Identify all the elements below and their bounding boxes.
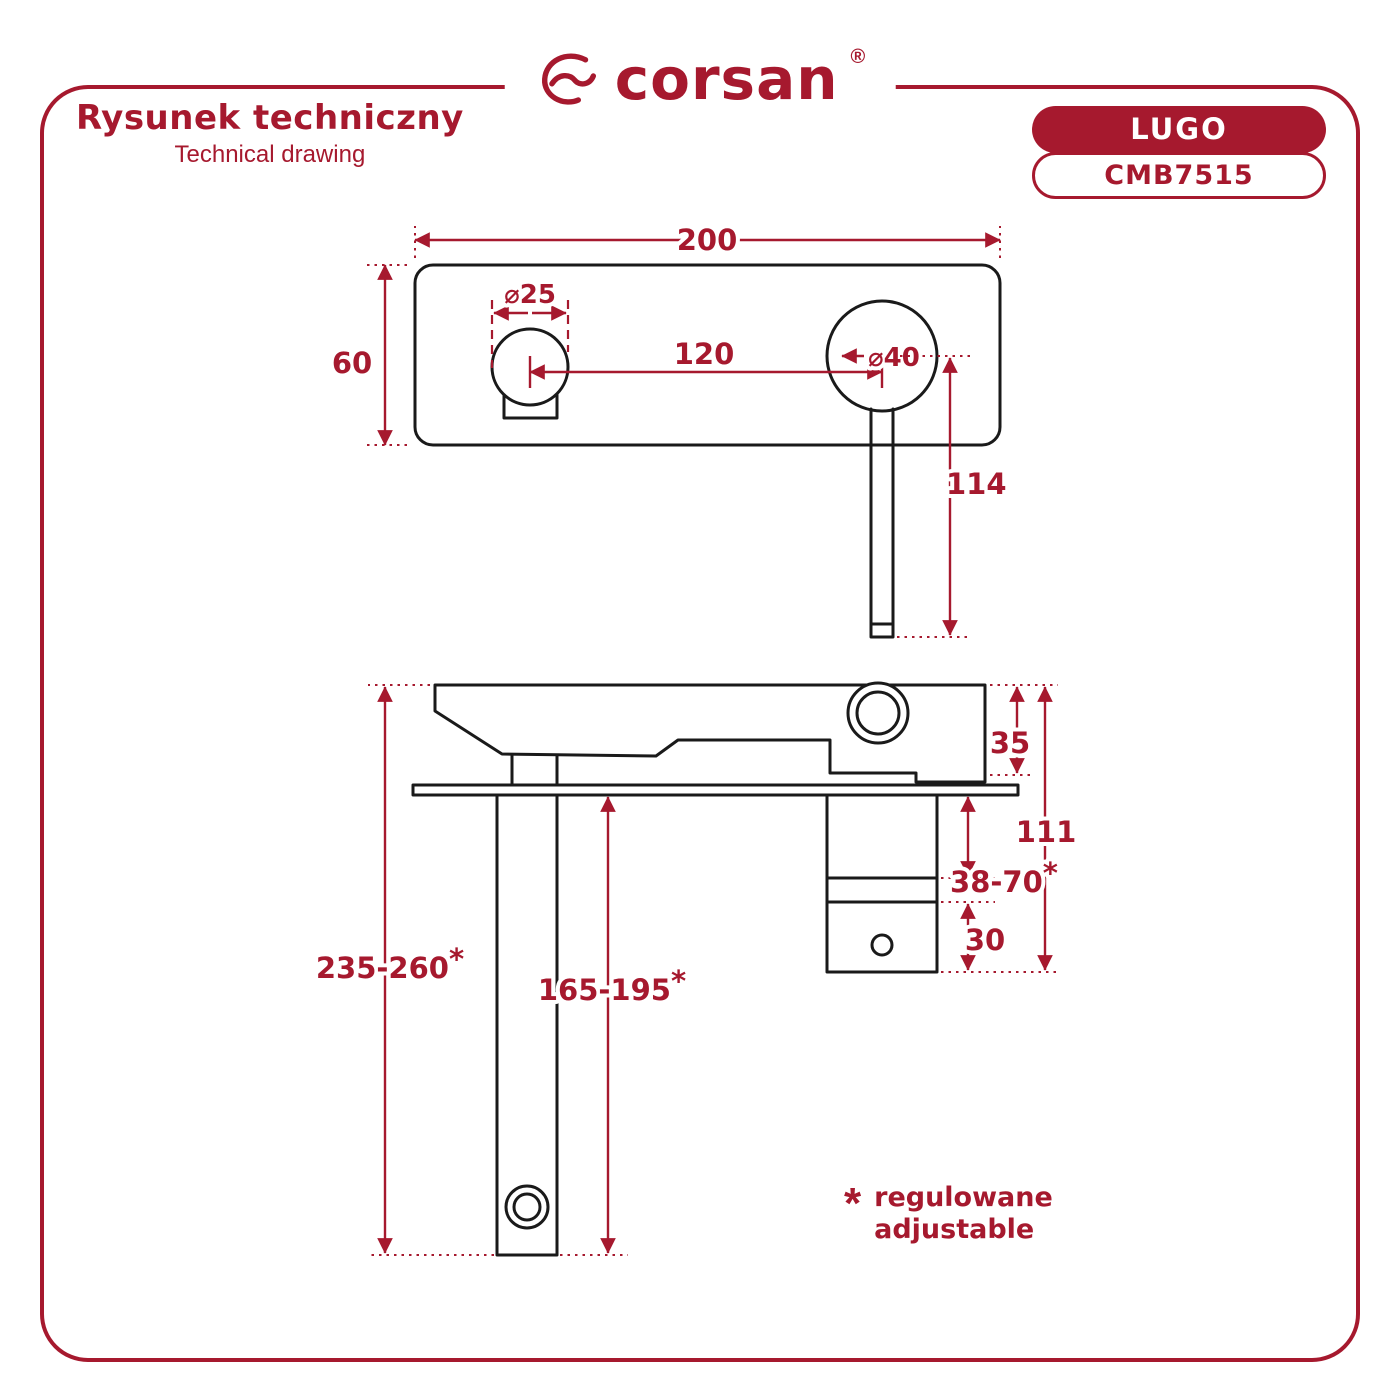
dim-centers-distance: 120 [528,333,884,388]
inlet-pipe [495,793,559,1257]
dim-plate-height: 60 [328,264,407,446]
dim-total-depth: 111 [941,686,1080,973]
legend-label-english: adjustable [874,1213,1035,1245]
legend-words: regulowane adjustable [874,1182,1053,1246]
dim-label-adjustable-range: 38-70* [950,856,1058,899]
title-block: Rysunek techniczny Technical drawing [76,98,464,169]
dim-label-body-height: 35 [990,726,1030,760]
dim-adjustable-range: 38-70* [941,796,1062,903]
registered-mark: ® [850,46,866,68]
dim-overall-height: 235-260* [312,684,494,1256]
title-polish: Rysunek techniczny [76,98,464,138]
dim-label-total-depth: 111 [1016,815,1077,849]
dim-label-plate-width: 200 [677,223,738,257]
spout-tube [869,407,895,639]
asterisk-marker: * [844,1179,862,1228]
dim-label-spout-height: 165-195* [538,964,686,1007]
dim-handle-diameter: ⌀25 [490,276,570,368]
dim-label-plate-height: 60 [332,346,372,380]
legend-label-polish: regulowane [874,1182,1053,1213]
dim-spout-height: 165-195* [534,796,690,1256]
dim-spout-diameter: ⌀40 [841,339,924,377]
product-name-badge: LUGO [1032,106,1326,153]
brand-name: corsan [614,45,839,113]
side-view: 35 111 38-70* 30 235-260* [312,681,1080,1257]
wall-plate-front [413,263,1002,447]
pipe-port-inner [512,1192,542,1222]
dim-label-handle-diameter: ⌀25 [504,280,556,310]
dim-body-height: 35 [986,684,1058,776]
wall-plate-side [411,783,1020,797]
valve-screw [870,933,894,957]
brand-logo: corsan ® [504,34,896,124]
dim-plate-width: 200 [414,219,1001,261]
dim-label-centers-distance: 120 [674,337,735,371]
dim-label-inlet-depth: 30 [965,923,1005,957]
dim-spout-drop: 114 [897,355,1011,638]
dim-label-spout-drop: 114 [946,467,1007,501]
handle-pivot-inner [855,690,901,736]
front-view: 200 60 ⌀25 120 ⌀40 [328,219,1011,639]
product-code-badge: CMB7515 [1032,152,1326,199]
product-badges: LUGO CMB7515 [1032,106,1326,199]
brand-wave-icon [542,53,597,105]
dim-inlet-depth: 30 [941,901,1009,971]
legend: * regulowane adjustable [844,1182,1053,1246]
dim-label-spout-diameter: ⌀40 [868,343,920,373]
title-english: Technical drawing [174,141,366,168]
dim-label-overall-height: 235-260* [316,942,464,985]
